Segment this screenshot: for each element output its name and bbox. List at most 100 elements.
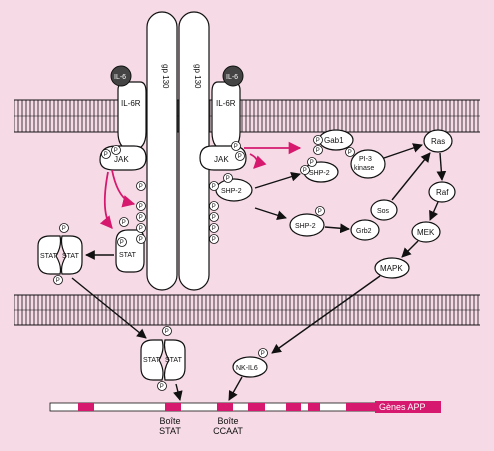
mapk-to-nkil6-arrow <box>271 275 381 354</box>
raf: Raf <box>428 181 456 203</box>
ras: Ras <box>423 129 453 153</box>
phosphate-groups: P P P P P P P P P P P P P P P P <box>53 135 355 391</box>
dna-segment-boite-ccaat <box>217 403 233 411</box>
phospho-label: P <box>114 148 118 154</box>
phospho-jak-right-2 <box>235 151 245 161</box>
phospho-label: P <box>212 204 216 210</box>
phospho-shp2-a <box>223 173 233 183</box>
genes-app-box <box>375 401 441 413</box>
dna-segment-boite-stat <box>165 403 181 411</box>
phospho-gp130-left-3 <box>136 212 146 222</box>
phospho-gp130-left-4 <box>136 223 146 233</box>
dna-segment-1 <box>78 403 94 411</box>
phospho-label: P <box>165 329 169 335</box>
jak-to-stat-arrow <box>99 171 113 229</box>
signaling-arrows <box>71 143 447 401</box>
jak-to-gp130-arrow <box>111 169 136 208</box>
phospho-gp130-right-2 <box>209 201 219 211</box>
shp2c-to-grb2-arrow <box>324 223 350 234</box>
jak-left-label: JAK <box>114 155 129 164</box>
nkil6-label: NK-IL6 <box>236 365 258 372</box>
il6r-left: IL-6R <box>117 81 147 151</box>
phospho-gp130-left-2 <box>136 201 146 211</box>
phospho-jak-right-1 <box>231 141 241 151</box>
pi3-to-ras-arrow <box>383 143 423 159</box>
phospho-label: P <box>261 351 265 357</box>
mek-label: MEK <box>417 228 435 237</box>
phospho-label: P <box>234 144 238 150</box>
phospho-gab1-3 <box>345 147 355 157</box>
stat-to-boite-arrow <box>173 383 183 401</box>
genes-app-label: Gènes APP <box>379 402 426 412</box>
phospho-shp2-c <box>315 206 325 216</box>
mek: MEK <box>411 221 441 243</box>
boite-ccaat-label-2: CCAAT <box>213 426 243 436</box>
phospho-label: P <box>212 215 216 221</box>
sos-to-ras-arrow <box>391 152 431 201</box>
phospho-gp130-right-3 <box>209 212 219 222</box>
phospho-stat-nuc-1 <box>162 326 172 336</box>
phospho-label: P <box>238 154 242 160</box>
dna-segment-4 <box>248 403 265 411</box>
shp2-b-label: SHP-2 <box>309 170 330 177</box>
il6-right-label: IL-6 <box>226 74 238 81</box>
gp130-right-label: gp 130 <box>193 64 202 89</box>
phospho-label: P <box>139 184 143 190</box>
phospho-gp130-left-1 <box>136 181 146 191</box>
phospho-label: P <box>348 150 352 156</box>
phospho-jak-left-2 <box>111 145 121 155</box>
grb2-label: Grb2 <box>356 228 372 235</box>
ras-label: Ras <box>431 137 445 146</box>
il6-left: IL-6 <box>110 65 132 87</box>
dna-strand: Gènes APP <box>49 401 441 413</box>
pi3-label-1: PI-3 <box>359 156 372 163</box>
phospho-label: P <box>316 148 320 154</box>
phospho-label: P <box>212 226 216 232</box>
jak-right-label: JAK <box>214 155 229 164</box>
gab1: Gab1 <box>318 129 354 151</box>
jak-left: JAK <box>99 145 147 171</box>
il6r-left-label: IL-6R <box>121 99 141 108</box>
phospho-label: P <box>120 240 124 246</box>
raf-label: Raf <box>436 188 449 197</box>
phospho-stat-nuc-2 <box>157 381 167 391</box>
phospho-gp130-right-5 <box>209 234 219 244</box>
il6-left-label: IL-6 <box>114 74 126 81</box>
stat-dimer-a-label: STAT <box>40 253 58 260</box>
phospho-gp130-right-1 <box>209 181 219 191</box>
stat-dimer-nucleus: STAT STAT <box>140 339 186 381</box>
phospho-label: P <box>62 226 66 232</box>
gab1-label: Gab1 <box>324 136 344 145</box>
shp2-receptor-bound: SHP-2 <box>215 178 253 202</box>
phospho-jak-left-1 <box>101 149 111 159</box>
phospho-stat-dimer-2 <box>53 275 63 285</box>
phospho-label: P <box>303 168 307 174</box>
il6r-right: IL-6R <box>211 81 241 151</box>
phospho-label: P <box>56 278 60 284</box>
il6-right: IL-6 <box>222 65 244 87</box>
il6r-right-label: IL-6R <box>216 99 236 108</box>
gp130-receptor-left <box>146 11 178 291</box>
activation-arrows <box>99 141 302 229</box>
stat-nuc-b-label: STAT <box>165 357 183 364</box>
phospho-shp2-b-2 <box>307 157 317 167</box>
shp2-to-gab1-arrow <box>254 171 301 189</box>
pi3-kinase: PI-3 kinase <box>350 149 386 179</box>
phospho-label: P <box>139 204 143 210</box>
phospho-label: P <box>310 160 314 166</box>
phospho-stat-bound-2 <box>117 237 127 247</box>
mek-to-mapk-arrow <box>401 240 419 258</box>
stat-bound-label: STAT <box>119 252 137 259</box>
shp2-to-grb2-arrow <box>254 207 287 220</box>
mapk: MAPK <box>374 257 410 279</box>
phospho-label: P <box>160 384 164 390</box>
boite-ccaat-label-1: Boîte <box>217 416 238 426</box>
boite-stat-label-2: STAT <box>159 426 181 436</box>
phospho-label: P <box>139 215 143 221</box>
shp2-c-label: SHP-2 <box>295 223 316 230</box>
gp130-left-label: gp 130 <box>161 64 170 89</box>
sos: Sos <box>370 199 398 221</box>
jak-right: JAK <box>199 145 247 171</box>
phospho-nkil6 <box>258 348 268 358</box>
